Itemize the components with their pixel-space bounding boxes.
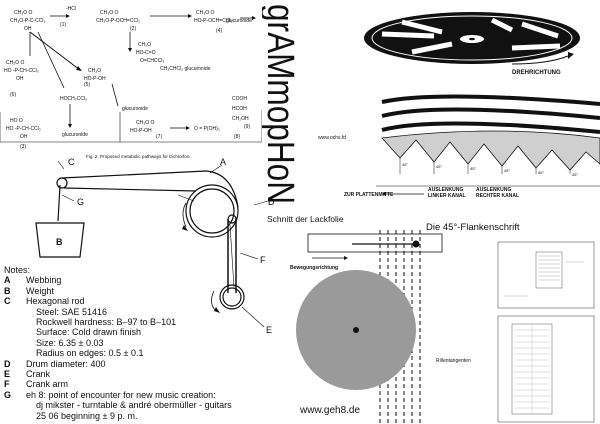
svg-text:(4): (4) — [216, 28, 222, 34]
svg-text:-HCl: -HCl — [66, 6, 76, 12]
groove-cross-section: 45°45° 45°45° 45°45° ZUR PLATTENMITTE — [376, 94, 600, 196]
rod-detail: Steel: SAE 51416 — [36, 306, 108, 317]
label-A: A — [220, 157, 226, 167]
svg-text:CH₃O O: CH₃O O — [14, 10, 33, 16]
svg-text:glucuronide: glucuronide — [62, 132, 88, 138]
svg-text:HO-P-OH: HO-P-OH — [130, 128, 152, 134]
svg-text:(2): (2) — [130, 26, 136, 32]
groove-tangent-label: Rillentangenten — [436, 358, 471, 364]
svg-text:45°: 45° — [470, 166, 476, 171]
chem-caption: Fig. 2. Proposed metabolic pathways for … — [86, 154, 191, 159]
svg-text:CH₃O O: CH₃O O — [196, 10, 215, 16]
svg-text:HO-P-OCH=CCl₂: HO-P-OCH=CCl₂ — [194, 18, 233, 24]
svg-text:(3): (3) — [20, 144, 26, 150]
svg-text:(8): (8) — [234, 134, 240, 140]
svg-text:glucuronide: glucuronide — [122, 106, 148, 112]
svg-text:HCOH: HCOH — [232, 106, 247, 112]
svg-text:(6): (6) — [10, 92, 16, 98]
svg-text:45°: 45° — [436, 164, 442, 169]
svg-text:45°: 45° — [504, 168, 510, 173]
chem-reference: www.ochs.fd — [318, 135, 347, 141]
flank-caption: Die 45°-Flankenschrift — [426, 222, 520, 233]
label-G: G — [77, 197, 84, 207]
svg-text:CH₃O O: CH₃O O — [136, 120, 155, 126]
record-disc-diagram: DREHRICHTUNG — [364, 12, 580, 76]
rod-detail: Radius on edges: 0.5 ± 0.1 — [36, 348, 144, 359]
document-thumbnails — [497, 241, 595, 423]
svg-text:(7): (7) — [156, 134, 162, 140]
label-B: B — [56, 237, 63, 247]
svg-text:CH₃O-P-C-CCl₃: CH₃O-P-C-CCl₃ — [10, 18, 45, 24]
svg-text:HO -P-CH-CCl₃: HO -P-CH-CCl₃ — [6, 126, 41, 132]
svg-text:grAMmopHoN: grAMmopHoN — [262, 4, 301, 204]
svg-text:O = P(OH)₃: O = P(OH)₃ — [194, 126, 220, 132]
svg-text:CH₃O-P-OCH=CCl₂: CH₃O-P-OCH=CCl₂ — [96, 18, 140, 24]
svg-text:45°: 45° — [402, 162, 408, 167]
website-link[interactable]: www.geh8.de — [300, 405, 361, 416]
label-E: E — [266, 325, 272, 335]
drum-mechanism-diagram: C A G B D F E — [35, 157, 275, 335]
label-D: D — [268, 197, 275, 207]
svg-text:HO-C=O: HO-C=O — [136, 50, 156, 56]
metabolic-pathway-diagram: CH₃O O CH₃O-P-C-CCl₃ OH -HCl CH₃O O CH₃O… — [0, 6, 262, 159]
svg-text:CH₂OH: CH₂OH — [232, 116, 249, 122]
svg-text:(1): (1) — [60, 22, 66, 28]
svg-text:CH₂O: CH₂O — [138, 42, 151, 48]
svg-text:HOCH₂CCl₃: HOCH₂CCl₃ — [60, 96, 87, 102]
svg-text:OH: OH — [24, 26, 32, 32]
svg-text:HO O: HO O — [10, 118, 23, 124]
cutter-disc-diagram — [296, 230, 443, 424]
notes-heading: Notes: — [4, 265, 31, 275]
event-line: dj mikster - turntable & andré obermülle… — [36, 400, 232, 411]
svg-text:OH: OH — [16, 76, 24, 82]
event-line: 25 06 beginning ± 9 p. m. — [36, 410, 138, 421]
svg-text:COOH: COOH — [232, 96, 247, 102]
rod-detail: Rockwell hardness: B–97 to B–101 — [36, 317, 177, 328]
svg-text:45°: 45° — [572, 172, 578, 177]
svg-text:CH₃CHCl₂ glucuronide: CH₃CHCl₂ glucuronide — [160, 66, 211, 72]
label-F: F — [260, 255, 266, 265]
svg-text:(5): (5) — [84, 82, 90, 88]
label-C: C — [68, 157, 75, 167]
svg-text:O=CHCCl₃: O=CHCCl₃ — [140, 58, 164, 64]
svg-text:HO -P-CH-CCl₃: HO -P-CH-CCl₃ — [4, 68, 39, 74]
glucuronide-label-1: glucuronide — [226, 18, 252, 24]
lacquer-caption: Schnitt der Lackfolie — [267, 214, 344, 224]
rod-detail: Surface: Cold drawn finish — [36, 327, 142, 338]
svg-text:45°: 45° — [538, 170, 544, 175]
svg-text:CH₃O O: CH₃O O — [100, 10, 119, 16]
svg-text:CH₃O: CH₃O — [88, 68, 101, 74]
rotation-direction-label: DREHRICHTUNG — [512, 70, 561, 76]
svg-text:(9): (9) — [244, 124, 250, 130]
svg-text:CH₃O O: CH₃O O — [6, 60, 25, 66]
page-title: grAMmopHoN — [262, 4, 301, 204]
label-disc-center-text: ZUR PLATTENMITTE — [344, 192, 394, 198]
svg-text:HO-P-OH: HO-P-OH — [84, 76, 106, 82]
rod-detail: Size: 6.35 ± 0.03 — [36, 337, 104, 348]
svg-text:OH: OH — [20, 134, 28, 140]
motion-direction-label: Bewegungsrichtung — [290, 265, 339, 271]
